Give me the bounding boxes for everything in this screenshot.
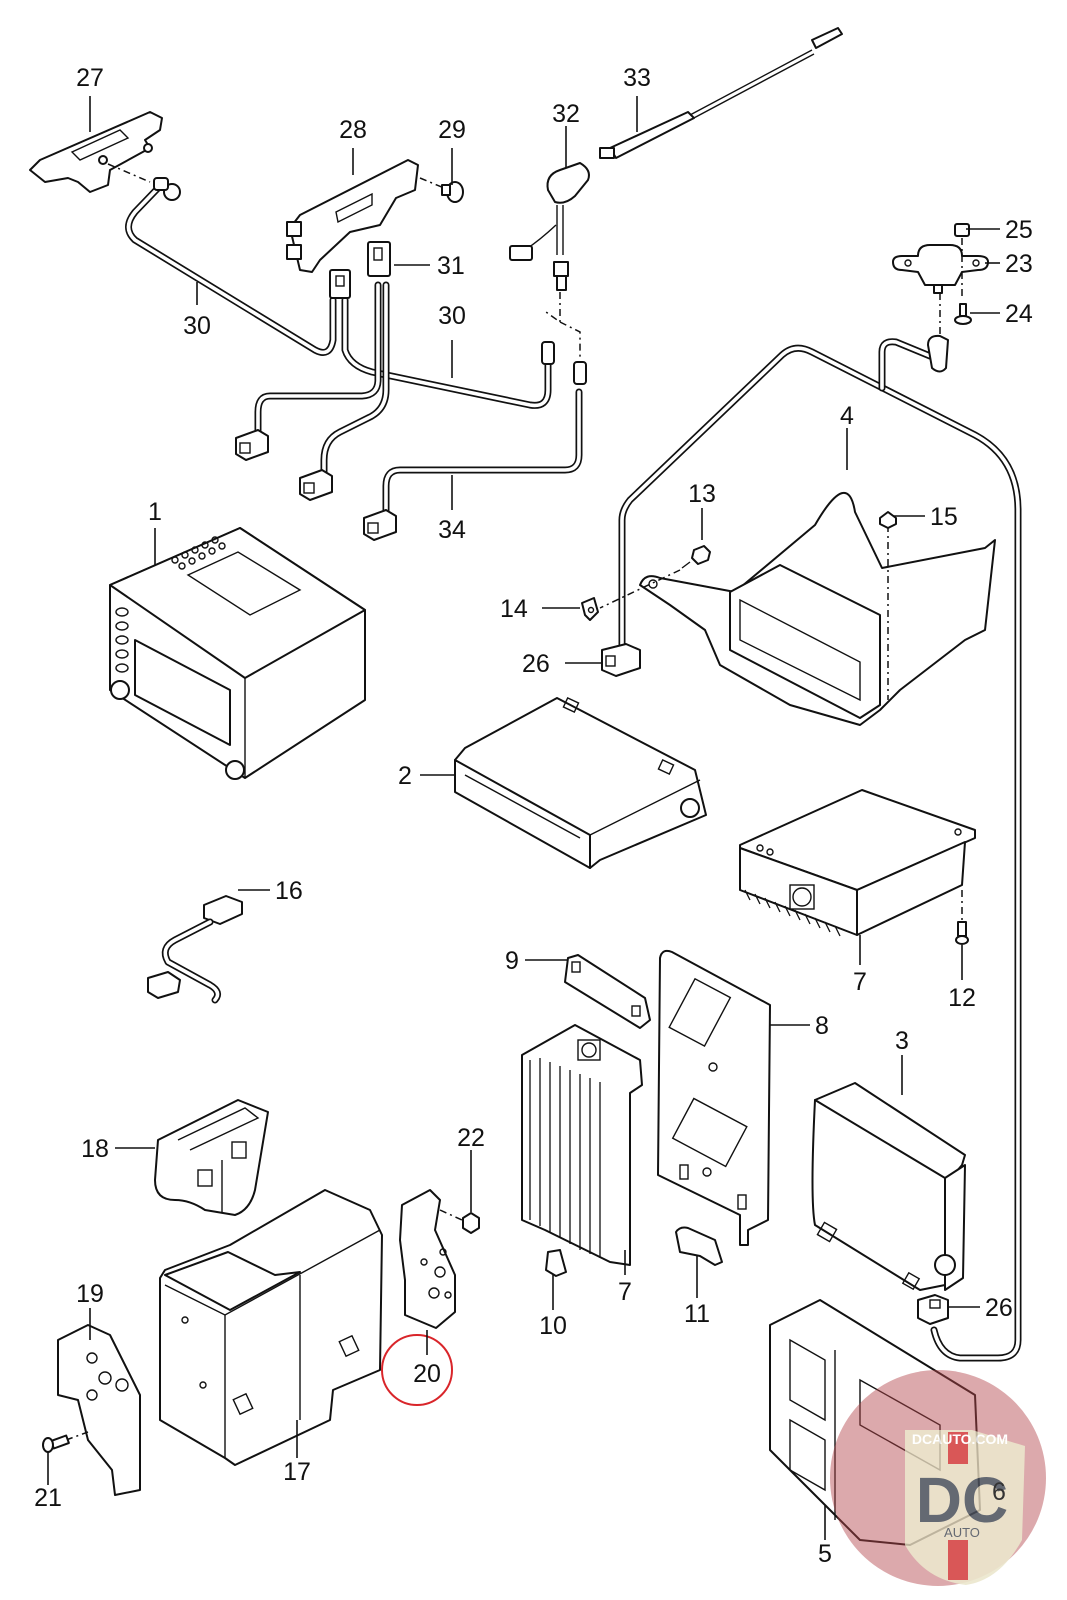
- callout-16: 16: [275, 877, 303, 905]
- vent-holes: [171, 536, 226, 570]
- cable-end-connectors: [235, 429, 397, 541]
- watermark-bottom-text: AUTO: [944, 1525, 980, 1540]
- callout-27: 27: [76, 64, 104, 92]
- dcauto-watermark: DCAUTO.COM DC AUTO 6: [830, 1370, 1046, 1586]
- callout-26-lower: 26: [985, 1294, 1013, 1322]
- cable-31-branch-b: [320, 281, 390, 479]
- callout-19: 19: [76, 1280, 104, 1308]
- part-26-connector-upper: [601, 643, 641, 677]
- callout-9: 9: [505, 947, 519, 975]
- watermark-top-text: DCAUTO.COM: [912, 1431, 1008, 1447]
- callout-2: 2: [398, 762, 412, 790]
- part-33-antenna-mast: [599, 27, 843, 159]
- part-12-screw: [955, 890, 969, 945]
- part-31-connectors: [329, 241, 391, 299]
- part-7-amplifier-vertical: [521, 1024, 643, 1266]
- callout-34: 34: [438, 516, 466, 544]
- callout-22: 22: [457, 1124, 485, 1152]
- part-2-cd-changer: [454, 697, 707, 869]
- callout-12: 12: [948, 984, 976, 1012]
- part-15-nut: [879, 511, 897, 529]
- callout-29: 29: [438, 116, 466, 144]
- callout-1: 1: [148, 498, 162, 526]
- part-13-bolt: [599, 545, 711, 609]
- callout-14: 14: [500, 595, 528, 623]
- callout-13: 13: [688, 480, 716, 508]
- callout-24: 24: [1005, 300, 1033, 328]
- part-22-nut: [462, 1212, 480, 1234]
- callout-6: 6: [992, 1478, 1006, 1506]
- part-16-cable-adapter: [147, 895, 243, 1004]
- part-10-clip: [545, 1249, 567, 1277]
- callout-30-right: 30: [438, 302, 466, 330]
- part-18-magazine: [154, 1099, 269, 1216]
- highlight-ring-20: [381, 1334, 453, 1406]
- part-14-clip-nut: [581, 597, 599, 621]
- watermark-shield: [905, 1430, 1025, 1585]
- part-7-amplifier-upper: [739, 789, 976, 937]
- callout-7-upper: 7: [853, 968, 867, 996]
- part-19-bracket: [57, 1324, 141, 1496]
- callout-30-left: 30: [183, 312, 211, 340]
- callout-26-upper: 26: [522, 650, 550, 678]
- cable-30-right: [341, 296, 552, 409]
- cable-31-branch-a: [254, 281, 382, 436]
- callout-23: 23: [1005, 250, 1033, 278]
- callout-10: 10: [539, 1312, 567, 1340]
- callout-33: 33: [623, 64, 651, 92]
- part-8-mounting-plate: [657, 949, 771, 1246]
- callout-5: 5: [818, 1540, 832, 1568]
- part-3-navigation-unit: [811, 1082, 966, 1291]
- callout-4: 4: [840, 402, 854, 430]
- part-25-clip-nut: [954, 223, 970, 300]
- callout-25: 25: [1005, 216, 1033, 244]
- heatsink-fins: [744, 889, 841, 937]
- watermark-accent-bottom: [948, 1540, 968, 1580]
- watermark-monogram: DC: [916, 1464, 1008, 1536]
- watermark-accent: [948, 1432, 968, 1464]
- callout-31: 31: [437, 252, 465, 280]
- callout-32: 32: [552, 100, 580, 128]
- callout-17: 17: [283, 1458, 311, 1486]
- part-32-antenna-base: [509, 162, 590, 385]
- part-23-antenna-module: [892, 244, 989, 373]
- part-9-bracket: [564, 954, 651, 1029]
- part-17-changer-housing: [159, 1189, 383, 1466]
- cable-23-lead: [878, 338, 934, 392]
- part-1-head-unit: [109, 527, 366, 780]
- part-24-screw: [954, 303, 972, 325]
- callout-21: 21: [34, 1484, 62, 1512]
- callout-7-lower: 7: [618, 1278, 632, 1306]
- callout-18: 18: [81, 1135, 109, 1163]
- part-20-bracket: [399, 1189, 463, 1329]
- part-28-control-unit: [286, 159, 419, 273]
- part-11-clip: [675, 1226, 723, 1266]
- part-29-clip: [419, 177, 464, 203]
- part-4-mounting-frame: [639, 491, 996, 726]
- front-buttons: [115, 607, 129, 673]
- heatsink-fins-vertical: [529, 1058, 601, 1258]
- callout-15: 15: [930, 503, 958, 531]
- cable-26-long: [618, 344, 1022, 1362]
- part-26-connector-lower: [917, 1294, 949, 1325]
- cable-34: [382, 388, 583, 516]
- part-27-antenna-amplifier: [29, 111, 181, 201]
- callout-11: 11: [684, 1300, 710, 1328]
- callout-8: 8: [815, 1012, 829, 1040]
- cable-30-left: [125, 182, 337, 356]
- callout-3: 3: [895, 1027, 909, 1055]
- callout-20: 20: [413, 1360, 441, 1388]
- leader-lines: [47, 96, 1000, 1540]
- callout-28: 28: [339, 116, 367, 144]
- callout-labels: 27 28 29 32 33 31 30 30 34 25 23 24 4 13…: [34, 64, 1033, 1568]
- part-21-screw: [42, 1431, 89, 1453]
